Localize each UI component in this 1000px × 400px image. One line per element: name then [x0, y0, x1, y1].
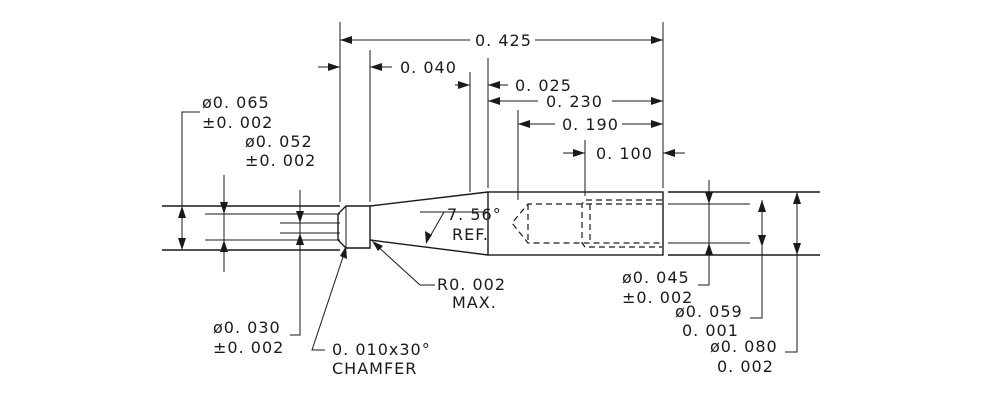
label-step-length: 0. 040	[400, 58, 457, 77]
label-d030-tol: ±0. 002	[213, 338, 284, 357]
arrow-radius	[372, 241, 383, 251]
label-chamfer: CHAMFER	[332, 359, 417, 378]
taper-top	[369, 191, 489, 207]
extension-lines	[339, 22, 664, 202]
label-angle-value: 7. 56°	[447, 205, 502, 224]
leader-045	[698, 180, 710, 286]
taper-bottom	[369, 239, 489, 256]
label-overall-length: 0. 425	[475, 31, 532, 50]
note-leaders	[311, 211, 488, 351]
leader-059	[750, 200, 763, 319]
arrow-230-right	[651, 97, 663, 105]
label-d030-value: ø0. 030	[213, 318, 281, 337]
label-radius-max: MAX.	[452, 293, 497, 312]
diameter-leaders	[178, 111, 801, 353]
label-body-length: 0. 230	[546, 92, 603, 111]
arrow-045-top	[705, 192, 713, 204]
arrow-100-left	[573, 149, 585, 157]
label-d059-value: ø0. 059	[675, 302, 743, 321]
label-d059-tol: 0. 001	[682, 321, 739, 340]
arrow-045-bottom	[705, 243, 713, 255]
arrow-059-top	[758, 200, 766, 212]
leader-065	[181, 111, 200, 250]
label-chamfer-value: 0. 010x30°	[332, 340, 431, 359]
label-thread-depth: 0. 100	[596, 144, 653, 163]
label-d052-value: ø0. 052	[245, 132, 313, 151]
arrow-100-right	[663, 149, 675, 157]
arrow-025-left	[458, 81, 470, 89]
label-d045-tol: ±0. 002	[622, 288, 693, 307]
arrow-040-right	[370, 63, 382, 71]
leader-chamfer	[311, 247, 347, 351]
leader-080	[785, 192, 798, 353]
arrow-190-right	[651, 120, 663, 128]
arrow-230-left	[488, 97, 500, 105]
arrow-080-top	[793, 192, 801, 204]
chamfer-tip	[337, 205, 371, 249]
arrow-059-bottom	[758, 235, 766, 247]
thread-hidden	[581, 199, 662, 248]
arrow-chamfer	[340, 246, 347, 259]
arrow-052-top	[220, 202, 228, 214]
arrow-052-bottom	[220, 240, 228, 252]
label-d080-value: ø0. 080	[710, 337, 778, 356]
label-d065-value: ø0. 065	[202, 93, 270, 112]
arrow-425-left	[340, 36, 352, 44]
arrow-065-top	[178, 206, 186, 218]
arrow-angle	[425, 231, 432, 244]
arrow-040-left	[328, 63, 340, 71]
arrow-425-right	[651, 36, 663, 44]
label-bore-depth: 0. 190	[562, 115, 619, 134]
label-gap-length: 0. 025	[515, 76, 572, 95]
label-d065-tol: ±0. 002	[202, 113, 273, 132]
label-d080-tol: 0. 002	[717, 357, 774, 376]
leader-radius	[374, 243, 435, 286]
label-angle-ref: REF.	[452, 225, 489, 244]
arrow-065-bottom	[178, 238, 186, 250]
arrow-190-left	[518, 120, 530, 128]
bore-hidden	[511, 203, 662, 244]
arrow-030-bottom	[296, 233, 304, 245]
labels: 0. 425 0. 040 0. 025 0. 230 0. 190 0. 10…	[202, 31, 778, 378]
label-radius-value: R0. 002	[437, 275, 506, 294]
arrow-030-top	[296, 211, 304, 223]
part-outline	[162, 191, 820, 256]
dimension-lines	[318, 36, 685, 157]
body-rect	[487, 191, 664, 256]
label-d045-value: ø0. 045	[622, 268, 690, 287]
arrow-025-right	[488, 81, 500, 89]
label-d052-tol: ±0. 002	[245, 151, 316, 170]
arrow-080-bottom	[793, 243, 801, 255]
